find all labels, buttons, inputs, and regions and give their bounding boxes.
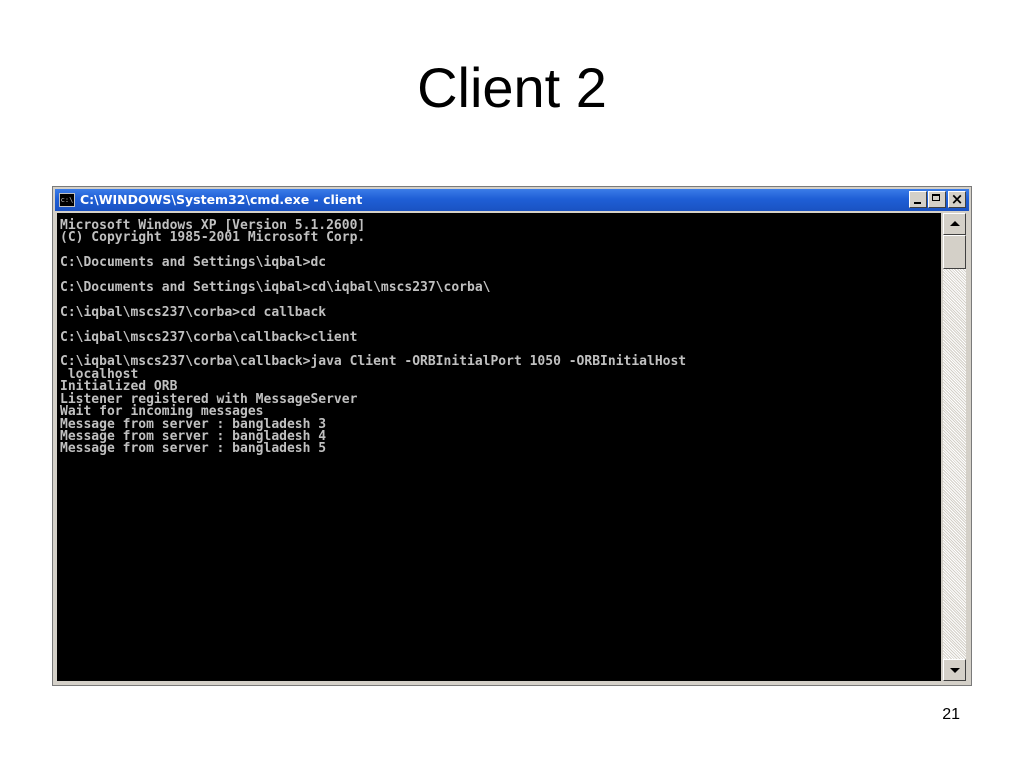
- maximize-icon[interactable]: [928, 191, 946, 208]
- console-line: C:\iqbal\mscs237\corba\callback>client: [60, 329, 358, 345]
- console-line: C:\Documents and Settings\iqbal>cd\iqbal…: [60, 280, 491, 296]
- console-line: Message from server : bangladesh 4: [60, 428, 327, 444]
- console-line: localhost: [60, 366, 139, 382]
- cmd-icon[interactable]: c:\: [59, 193, 75, 207]
- vertical-scrollbar[interactable]: [943, 213, 966, 681]
- page-number: 21: [942, 706, 960, 723]
- arrow-down-icon[interactable]: [943, 659, 966, 681]
- arrow-up-icon[interactable]: [943, 213, 966, 235]
- minimize-icon[interactable]: [909, 191, 927, 208]
- console-line: Listener registered with MessageServer: [60, 391, 358, 407]
- window-titlebar[interactable]: c:\ C:\WINDOWS\System32\cmd.exe - client: [55, 189, 969, 211]
- console-line: Message from server : bangladesh 3: [60, 416, 327, 432]
- console-line: Wait for incoming messages: [60, 404, 264, 420]
- window-controls: [908, 190, 966, 208]
- console-line: C:\Documents and Settings\iqbal>dc: [60, 255, 327, 271]
- console-output: Microsoft Windows XP [Version 5.1.2600] …: [57, 213, 941, 456]
- scrollbar-thumb[interactable]: [943, 235, 966, 269]
- console-line: C:\iqbal\mscs237\corba\callback>java Cli…: [60, 354, 687, 370]
- console-line: Initialized ORB: [60, 379, 178, 395]
- cmd-window: c:\ C:\WINDOWS\System32\cmd.exe - client…: [52, 186, 972, 686]
- console-line: C:\iqbal\mscs237\corba>cd callback: [60, 304, 327, 320]
- window-title: C:\WINDOWS\System32\cmd.exe - client: [80, 192, 363, 207]
- console-line: Microsoft Windows XP [Version 5.1.2600]: [60, 218, 366, 233]
- slide-title: Client 2: [417, 56, 607, 119]
- close-icon[interactable]: [948, 190, 966, 208]
- console-area[interactable]: Microsoft Windows XP [Version 5.1.2600] …: [57, 213, 941, 681]
- console-line: (C) Copyright 1985-2001 Microsoft Corp.: [60, 230, 366, 246]
- console-line: Message from server : bangladesh 5: [60, 441, 327, 457]
